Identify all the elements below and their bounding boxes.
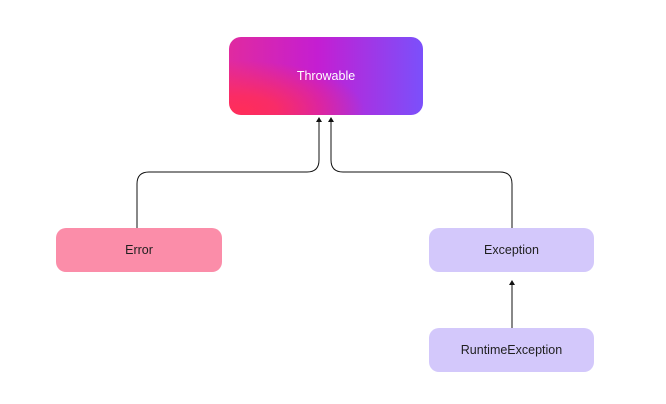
runtime-exception-node: RuntimeException [429, 328, 594, 372]
error-node: Error [56, 228, 222, 272]
edge-error-to-throwable [136, 120, 320, 228]
runtime-exception-label: RuntimeException [460, 343, 563, 357]
error-label: Error [125, 243, 153, 257]
exception-label: Exception [484, 243, 539, 257]
exception-node: Exception [429, 228, 594, 272]
arrowhead-exception-to-throwable [328, 117, 334, 122]
throwable-label: Throwable [296, 69, 356, 83]
edge-exception-to-throwable [330, 120, 513, 228]
arrowhead-runtime-to-exception [509, 280, 515, 285]
throwable-node: Throwable [229, 37, 423, 115]
arrowhead-error-to-throwable [316, 117, 322, 122]
